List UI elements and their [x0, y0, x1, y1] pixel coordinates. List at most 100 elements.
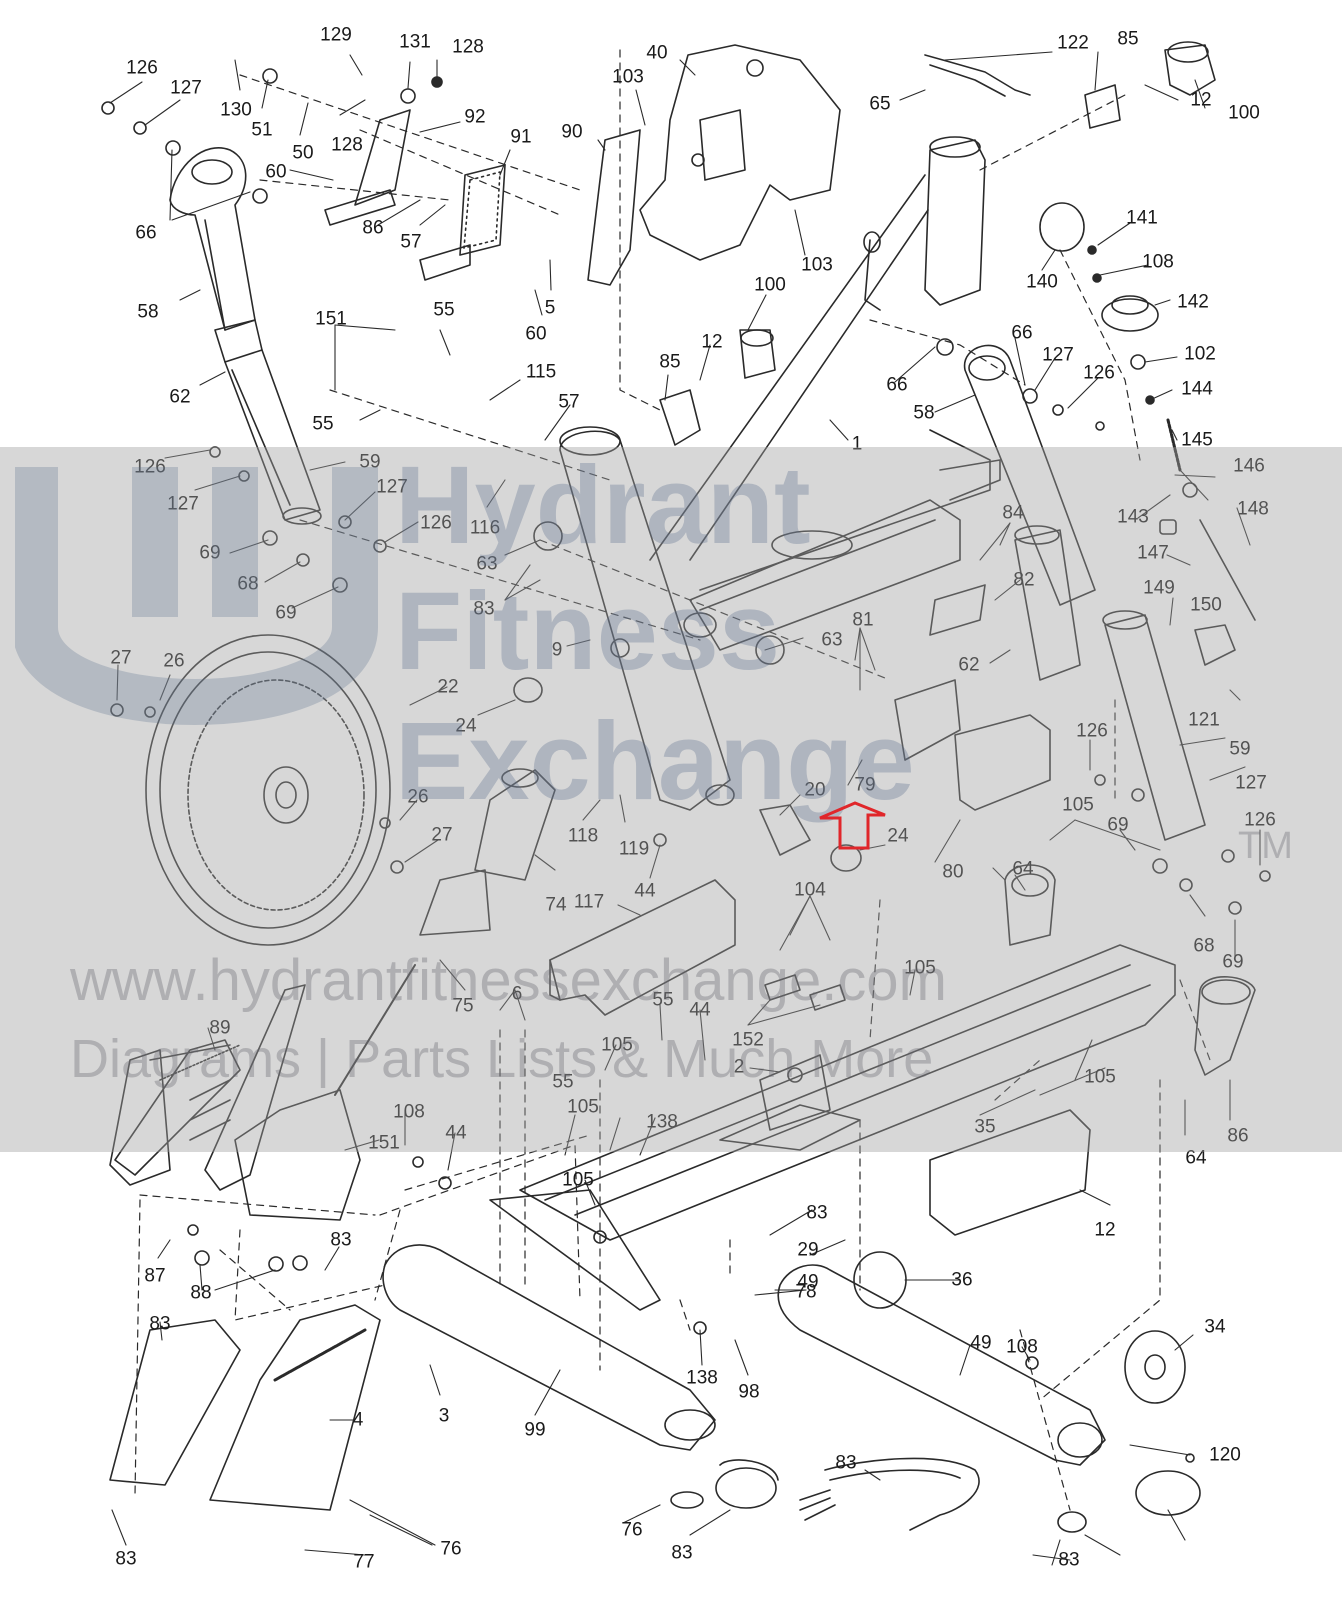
part-number-label: 83	[330, 1229, 352, 1251]
part-number-label: 55	[552, 1071, 574, 1093]
part-number-label: 69	[199, 542, 221, 564]
part-number-label: 69	[1107, 814, 1129, 836]
part-number-label: 64	[1012, 858, 1034, 880]
red-up-arrow-icon	[819, 801, 886, 850]
part-number-label: 83	[115, 1548, 137, 1570]
part-number-label: 82	[1013, 569, 1035, 591]
part-number-label: 85	[659, 351, 681, 373]
part-number-label: 126	[126, 57, 158, 79]
drive-parts	[109, 677, 862, 1221]
part-number-label: 127	[170, 77, 202, 99]
part-number-label: 40	[646, 42, 668, 64]
part-number-label: 140	[1026, 271, 1058, 293]
part-number-label: 89	[209, 1017, 231, 1039]
console-parts	[324, 44, 841, 286]
part-number-label: 126	[134, 456, 166, 478]
part-number-label: 60	[525, 323, 547, 345]
part-number-label: 3	[438, 1405, 450, 1427]
part-number-label: 108	[393, 1101, 425, 1123]
part-number-label: 87	[144, 1265, 166, 1287]
part-number-label: 99	[524, 1419, 546, 1441]
part-number-label: 130	[220, 99, 252, 121]
part-number-label: 81	[852, 609, 874, 631]
part-number-label: 83	[671, 1542, 693, 1564]
part-number-label: 102	[1184, 343, 1216, 365]
part-number-label: 55	[312, 413, 334, 435]
part-number-label: 145	[1181, 429, 1213, 451]
covers-and-feet	[109, 1109, 1201, 1533]
part-number-label: 57	[400, 231, 422, 253]
part-number-label: 143	[1117, 506, 1149, 528]
part-number-label: 108	[1142, 251, 1174, 273]
part-number-label: 44	[634, 880, 656, 902]
part-number-label: 86	[362, 217, 384, 239]
stabilizers	[382, 1189, 1106, 1466]
part-number-label: 84	[1002, 502, 1024, 524]
leader-lines	[109, 51, 1261, 1566]
part-number-label: 26	[407, 786, 429, 808]
part-number-label: 126	[1076, 720, 1108, 742]
part-number-label: 49	[797, 1271, 819, 1293]
base-rail	[519, 864, 1256, 1241]
part-number-label: 147	[1137, 542, 1169, 564]
part-number-label: 128	[331, 134, 363, 156]
part-number-label: 36	[951, 1269, 973, 1291]
part-number-label: 119	[618, 838, 650, 860]
part-number-label: 68	[237, 573, 259, 595]
part-number-label: 83	[835, 1452, 857, 1474]
part-number-label: 141	[1126, 207, 1158, 229]
part-number-label: 105	[567, 1096, 599, 1118]
part-number-label: 57	[558, 391, 580, 413]
part-number-label: 55	[652, 989, 674, 1011]
part-number-label: 127	[376, 476, 408, 498]
part-number-label: 24	[887, 825, 909, 847]
part-number-label: 85	[1117, 28, 1139, 50]
part-number-label: 44	[445, 1122, 467, 1144]
part-number-label: 50	[292, 142, 314, 164]
part-number-label: 64	[1185, 1147, 1207, 1169]
right-handlebar	[963, 344, 1206, 841]
part-number-label: 150	[1190, 594, 1222, 616]
part-number-label: 6	[511, 983, 523, 1005]
part-number-label: 149	[1143, 577, 1175, 599]
fasteners	[101, 68, 1271, 1463]
part-number-label: 152	[732, 1029, 764, 1051]
part-number-label: 1	[851, 433, 863, 455]
part-number-label: 100	[1228, 102, 1260, 124]
part-number-label: 27	[431, 824, 453, 846]
part-number-label: 60	[265, 161, 287, 183]
part-number-label: 90	[561, 121, 583, 143]
shroud-and-brackets	[549, 879, 846, 1016]
part-number-label: 63	[476, 553, 498, 575]
part-number-label: 83	[806, 1202, 828, 1224]
part-number-label: 80	[942, 861, 964, 883]
part-number-label: 126	[1083, 362, 1115, 384]
part-number-label: 49	[970, 1332, 992, 1354]
part-number-label: 151	[315, 308, 347, 330]
flywheel	[145, 634, 391, 946]
part-number-label: 117	[573, 891, 605, 913]
part-number-label: 108	[1006, 1336, 1038, 1358]
part-number-label: 118	[567, 825, 599, 847]
part-number-label: 76	[440, 1538, 462, 1560]
part-number-label: 29	[797, 1239, 819, 1261]
part-number-label: 105	[562, 1169, 594, 1191]
part-number-label: 79	[854, 774, 876, 796]
part-number-label: 148	[1237, 498, 1269, 520]
part-number-label: 63	[821, 629, 843, 651]
part-number-label: 69	[275, 602, 297, 624]
part-number-label: 22	[437, 676, 459, 698]
part-number-label: 77	[353, 1551, 375, 1573]
part-number-label: 12	[701, 331, 723, 353]
part-number-label: 100	[754, 274, 786, 296]
part-number-label: 121	[1188, 709, 1220, 731]
part-number-label: 35	[974, 1116, 996, 1138]
right-small-parts	[659, 41, 1256, 666]
part-number-label: 103	[801, 254, 833, 276]
part-number-label: 65	[869, 93, 891, 115]
part-number-label: 146	[1233, 455, 1265, 477]
part-number-label: 34	[1204, 1316, 1226, 1338]
part-number-label: 75	[452, 995, 474, 1017]
part-number-label: 58	[913, 402, 935, 424]
